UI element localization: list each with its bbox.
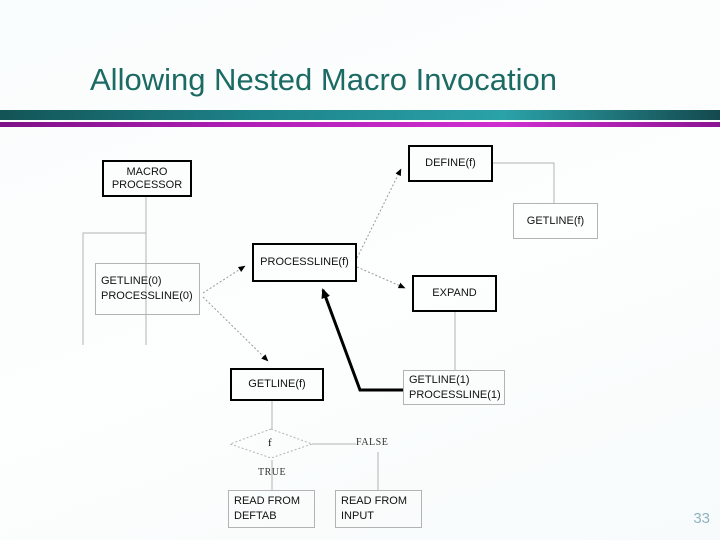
box-getline0: GETLINE(0) PROCESSLINE(0) <box>95 263 200 315</box>
box-getline-f-top: GETLINE(f) <box>513 203 598 239</box>
page-number: 33 <box>693 510 710 527</box>
getline0-to-processlinef-arrow <box>202 265 246 294</box>
slide-title: Allowing Nested Macro Invocation <box>90 62 557 97</box>
box-getline-f-bottom: GETLINE(f) <box>230 368 324 401</box>
false-branch-label: FALSE <box>356 437 389 448</box>
box-expand-label: EXPAND <box>432 287 477 299</box>
box-macro-processor: MACRO PROCESSOR <box>102 160 192 197</box>
timeline-branch <box>82 232 146 345</box>
processlinef-to-define-arrow <box>356 168 402 259</box>
box-getline1-line2: PROCESSLINE(1) <box>409 388 501 401</box>
box-getline1: GETLINE(1) PROCESSLINE(1) <box>403 370 505 405</box>
nested-invocation-arrow <box>321 288 403 392</box>
box-macro-processor-line2: PROCESSOR <box>111 178 183 191</box>
box-read-input-line2: INPUT <box>341 510 374 522</box>
teal-accent-bar <box>0 110 720 120</box>
magenta-accent-bar <box>0 122 720 127</box>
true-branch-label: TRUE <box>258 467 287 478</box>
box-getline-f-bottom-label: GETLINE(f) <box>248 378 306 390</box>
box-macro-processor-line1: MACRO <box>126 165 168 178</box>
box-read-deftab-line1: READ FROM <box>234 495 300 507</box>
box-read-deftab: READ FROM DEFTAB <box>228 490 315 528</box>
define-to-getline-elbow <box>493 162 555 203</box>
box-read-input: READ FROM INPUT <box>335 490 422 528</box>
decision-diamond <box>228 428 314 459</box>
box-getline0-line2: PROCESSLINE(0) <box>101 290 193 302</box>
box-define-f-label: DEFINE(f) <box>425 157 476 169</box>
getline0-to-getlinef-arrow <box>202 296 269 362</box>
box-getline-f-top-label: GETLINE(f) <box>526 214 585 227</box>
box-read-input-line1: READ FROM <box>341 495 407 507</box>
box-processline-f-label: PROCESSLINE(f) <box>260 256 349 268</box>
box-read-deftab-line2: DEFTAB <box>234 510 277 522</box>
box-define-f: DEFINE(f) <box>408 145 493 182</box>
decision-condition-label: f <box>268 437 272 449</box>
box-getline1-line1: GETLINE(1) <box>409 373 470 386</box>
box-expand: EXPAND <box>412 275 497 312</box>
box-processline-f: PROCESSLINE(f) <box>252 243 357 282</box>
box-getline0-line1: GETLINE(0) <box>101 275 162 287</box>
processlinef-to-expand-arrow <box>356 266 406 289</box>
